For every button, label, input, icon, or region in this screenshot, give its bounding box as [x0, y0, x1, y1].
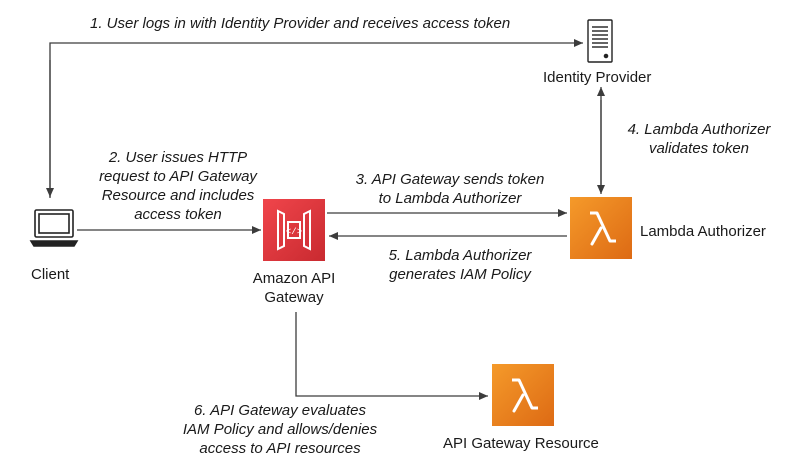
lambda-icon — [492, 364, 554, 426]
step-1-label: 1. User logs in with Identity Provider a… — [90, 15, 511, 32]
api-gateway-resource-label: API Gateway Resource — [443, 435, 599, 452]
laptop-icon — [29, 209, 79, 247]
identity-provider-label: Identity Provider — [543, 69, 652, 86]
server-icon — [587, 19, 613, 63]
step-4-label: 4. Lambda Authorizer validates token — [627, 121, 771, 157]
api-gateway-label: Amazon API Gateway — [252, 270, 336, 306]
lambda-authorizer-label: Lambda Authorizer — [640, 223, 766, 240]
lambda-icon — [570, 197, 632, 259]
step-5-label: 5. Lambda Authorizer generates IAM Polic… — [388, 247, 532, 283]
client-label: Client — [31, 266, 70, 283]
api-gateway-icon: </> — [263, 199, 325, 261]
step-2-label: 2. User issues HTTP request to API Gatew… — [99, 149, 257, 223]
svg-text:</>: </> — [286, 227, 302, 237]
arrow-step6-gateway-to-resource — [295, 312, 488, 400]
step-6-label: 6. API Gateway evaluates IAM Policy and … — [182, 402, 378, 457]
step-3-label: 3. API Gateway sends token to Lambda Aut… — [355, 171, 545, 207]
